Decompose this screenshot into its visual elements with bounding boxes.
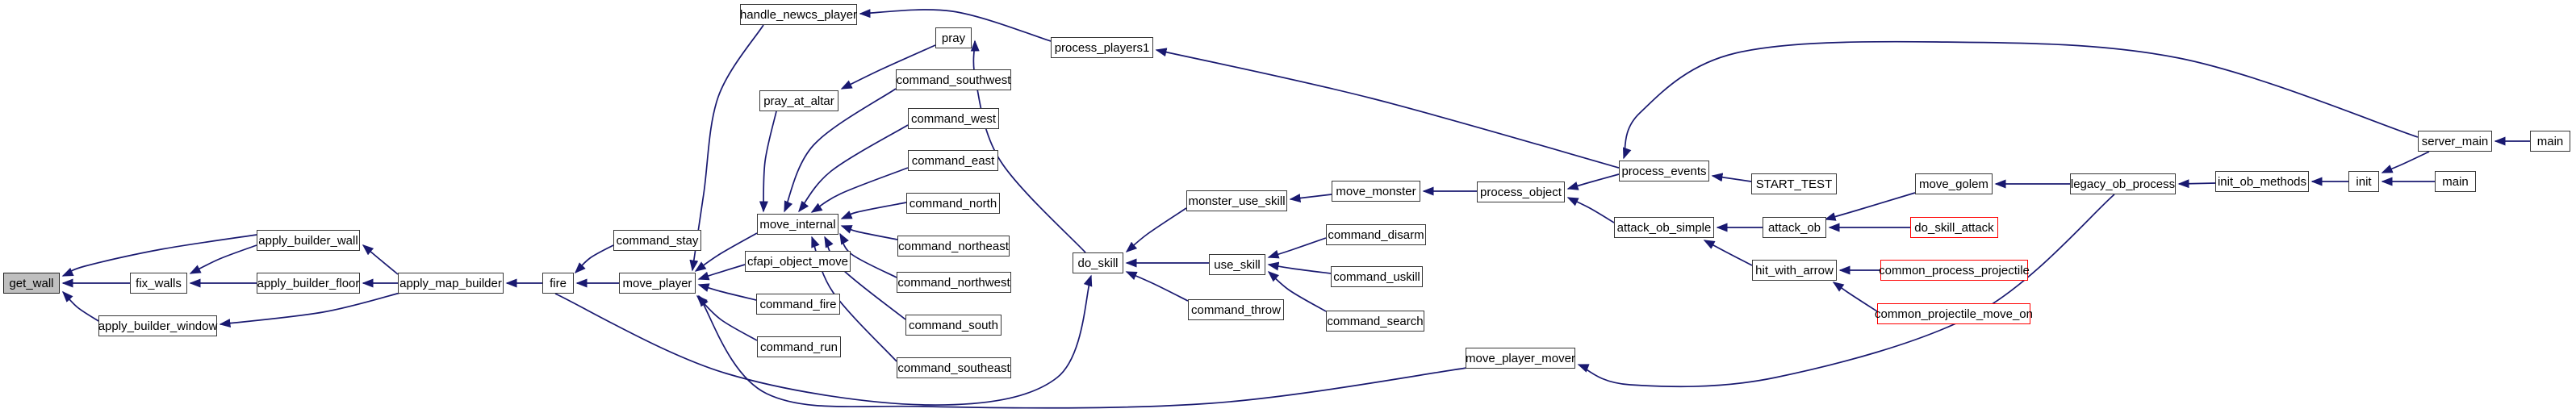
edge-command_east-to-move_internal (810, 167, 909, 213)
node-command_southwest[interactable]: command_southwest (896, 69, 1011, 90)
edge-command_search-to-use_skill (1267, 271, 1327, 312)
node-common_projectile_move_on[interactable]: common_projectile_move_on (1875, 303, 2033, 324)
node-apply_builder_wall[interactable]: apply_builder_wall (257, 230, 360, 251)
node-pray[interactable]: pray (935, 27, 972, 48)
node-command_east[interactable]: command_east (908, 150, 998, 171)
edge-hit_with_arrow-to-attack_ob_simple (1703, 240, 1753, 266)
edge-command_run-to-move_player (696, 294, 758, 341)
edge-fire-to-do_skill (554, 274, 1093, 406)
node-command_throw[interactable]: command_throw (1188, 299, 1284, 320)
edge-process_events-to-process_players1 (1155, 48, 1620, 169)
node-command_uskill[interactable]: command_uskill (1331, 266, 1423, 287)
node-process_object[interactable]: process_object (1477, 181, 1565, 202)
edge-server_main-to-init (2381, 151, 2430, 173)
node-server_main[interactable]: server_main (2418, 131, 2492, 152)
edge-move_monster-to-monster_use_skill (1289, 194, 1332, 203)
node-process_players1[interactable]: process_players1 (1051, 37, 1153, 58)
node-apply_builder_floor[interactable]: apply_builder_floor (257, 273, 360, 294)
node-command_west[interactable]: command_west (908, 108, 999, 129)
node-pray_at_altar[interactable]: pray_at_altar (759, 90, 838, 111)
edge-apply_builder_window-to-get_wall (61, 290, 99, 322)
node-fix_walls[interactable]: fix_walls (130, 273, 187, 294)
edge-common_projectile_move_on-to-hit_with_arrow (1832, 282, 1878, 312)
node-init[interactable]: init (2348, 171, 2379, 192)
edge-command_fire-to-move_player (697, 283, 757, 301)
edge-command_uskill-to-use_skill (1267, 261, 1332, 274)
edge-command_throw-to-do_skill (1125, 271, 1189, 302)
edge-apply_map_builder-to-apply_builder_wall (362, 244, 399, 275)
node-command_search[interactable]: command_search (1326, 311, 1424, 332)
node-main_2[interactable]: main (2435, 171, 2476, 192)
node-cfapi_object_move[interactable]: cfapi_object_move (745, 251, 851, 272)
node-do_skill_attack[interactable]: do_skill_attack (1910, 217, 1998, 238)
node-command_south[interactable]: command_south (905, 315, 1002, 336)
node-command_stay[interactable]: command_stay (613, 230, 701, 251)
node-apply_map_builder[interactable]: apply_map_builder (398, 273, 504, 294)
node-use_skill[interactable]: use_skill (1209, 254, 1265, 275)
edge-handle_newcs_player-to-move_player (689, 24, 764, 272)
edge-legacy_ob_process-to-move_player_mover (1577, 194, 2115, 388)
edge-move_player_mover-to-move_player (698, 294, 1468, 409)
edge-move_internal-to-move_player (694, 232, 758, 272)
edge-command_southeast-to-move_internal (811, 236, 897, 362)
node-monster_use_skill[interactable]: monster_use_skill (1186, 190, 1287, 211)
node-move_player_mover[interactable]: move_player_mover (1466, 348, 1575, 369)
edge-monster_use_skill-to-do_skill (1125, 207, 1187, 252)
edge-process_events-to-process_object (1566, 173, 1620, 190)
node-command_southeast[interactable]: command_southeast (897, 357, 1011, 378)
edge-do_skill-to-pray (970, 40, 1086, 253)
node-attack_ob[interactable]: attack_ob (1763, 217, 1826, 238)
edge-move_golem-to-attack_ob (1824, 192, 1916, 221)
node-command_fire[interactable]: command_fire (756, 294, 840, 315)
edge-START_TEST-to-process_events (1711, 173, 1752, 182)
node-START_TEST[interactable]: START_TEST (1751, 173, 1837, 194)
node-common_process_projectile[interactable]: common_process_projectile (1879, 260, 2030, 281)
node-attack_ob_simple[interactable]: attack_ob_simple (1614, 217, 1714, 238)
edge-command_west-to-move_internal (798, 124, 909, 213)
node-apply_builder_window[interactable]: apply_builder_window (98, 315, 217, 336)
node-process_events[interactable]: process_events (1619, 161, 1709, 181)
edge-command_north-to-move_internal (840, 202, 907, 219)
edge-apply_builder_wall-to-get_wall (61, 234, 257, 277)
node-command_disarm[interactable]: command_disarm (1326, 224, 1426, 245)
node-hit_with_arrow[interactable]: hit_with_arrow (1752, 260, 1837, 281)
edge-server_main-to-process_events (1623, 40, 2419, 160)
edge-apply_map_builder-to-apply_builder_window (219, 292, 401, 327)
edge-cfapi_object_move-to-move_player (697, 264, 746, 281)
node-get_wall[interactable]: get_wall (3, 273, 60, 294)
node-move_monster[interactable]: move_monster (1332, 181, 1420, 202)
node-move_golem[interactable]: move_golem (1915, 173, 1993, 194)
node-legacy_ob_process[interactable]: legacy_ob_process (2070, 173, 2176, 194)
node-move_player[interactable]: move_player (619, 273, 696, 294)
edge-pray-to-pray_at_altar (840, 44, 936, 90)
edge-command_stay-to-fire (574, 244, 614, 274)
edge-command_northwest-to-move_internal (839, 232, 897, 278)
edge-apply_builder_wall-to-fix_walls (189, 244, 257, 274)
node-command_north[interactable]: command_north (906, 193, 1000, 214)
node-init_ob_methods[interactable]: init_ob_methods (2215, 171, 2309, 192)
edge-command_northeast-to-move_internal (840, 225, 898, 240)
edge-command_southwest-to-move_internal (784, 88, 897, 213)
edge-process_players1-to-handle_newcs_player (859, 9, 1052, 42)
node-do_skill[interactable]: do_skill (1073, 252, 1123, 273)
node-command_run[interactable]: command_run (757, 336, 841, 357)
node-handle_newcs_player[interactable]: handle_newcs_player (740, 4, 857, 25)
node-fire[interactable]: fire (542, 273, 574, 294)
node-main_1[interactable]: main (2530, 131, 2570, 152)
edge-pray_at_altar-to-move_internal (759, 111, 777, 213)
node-move_internal[interactable]: move_internal (757, 214, 838, 235)
edge-command_disarm-to-use_skill (1267, 237, 1327, 259)
edge-init_ob_methods-to-legacy_ob_process (2177, 179, 2216, 189)
node-command_northwest[interactable]: command_northwest (897, 272, 1011, 293)
node-command_northeast[interactable]: command_northeast (897, 236, 1010, 257)
edge-attack_ob_simple-to-process_object (1566, 197, 1615, 223)
